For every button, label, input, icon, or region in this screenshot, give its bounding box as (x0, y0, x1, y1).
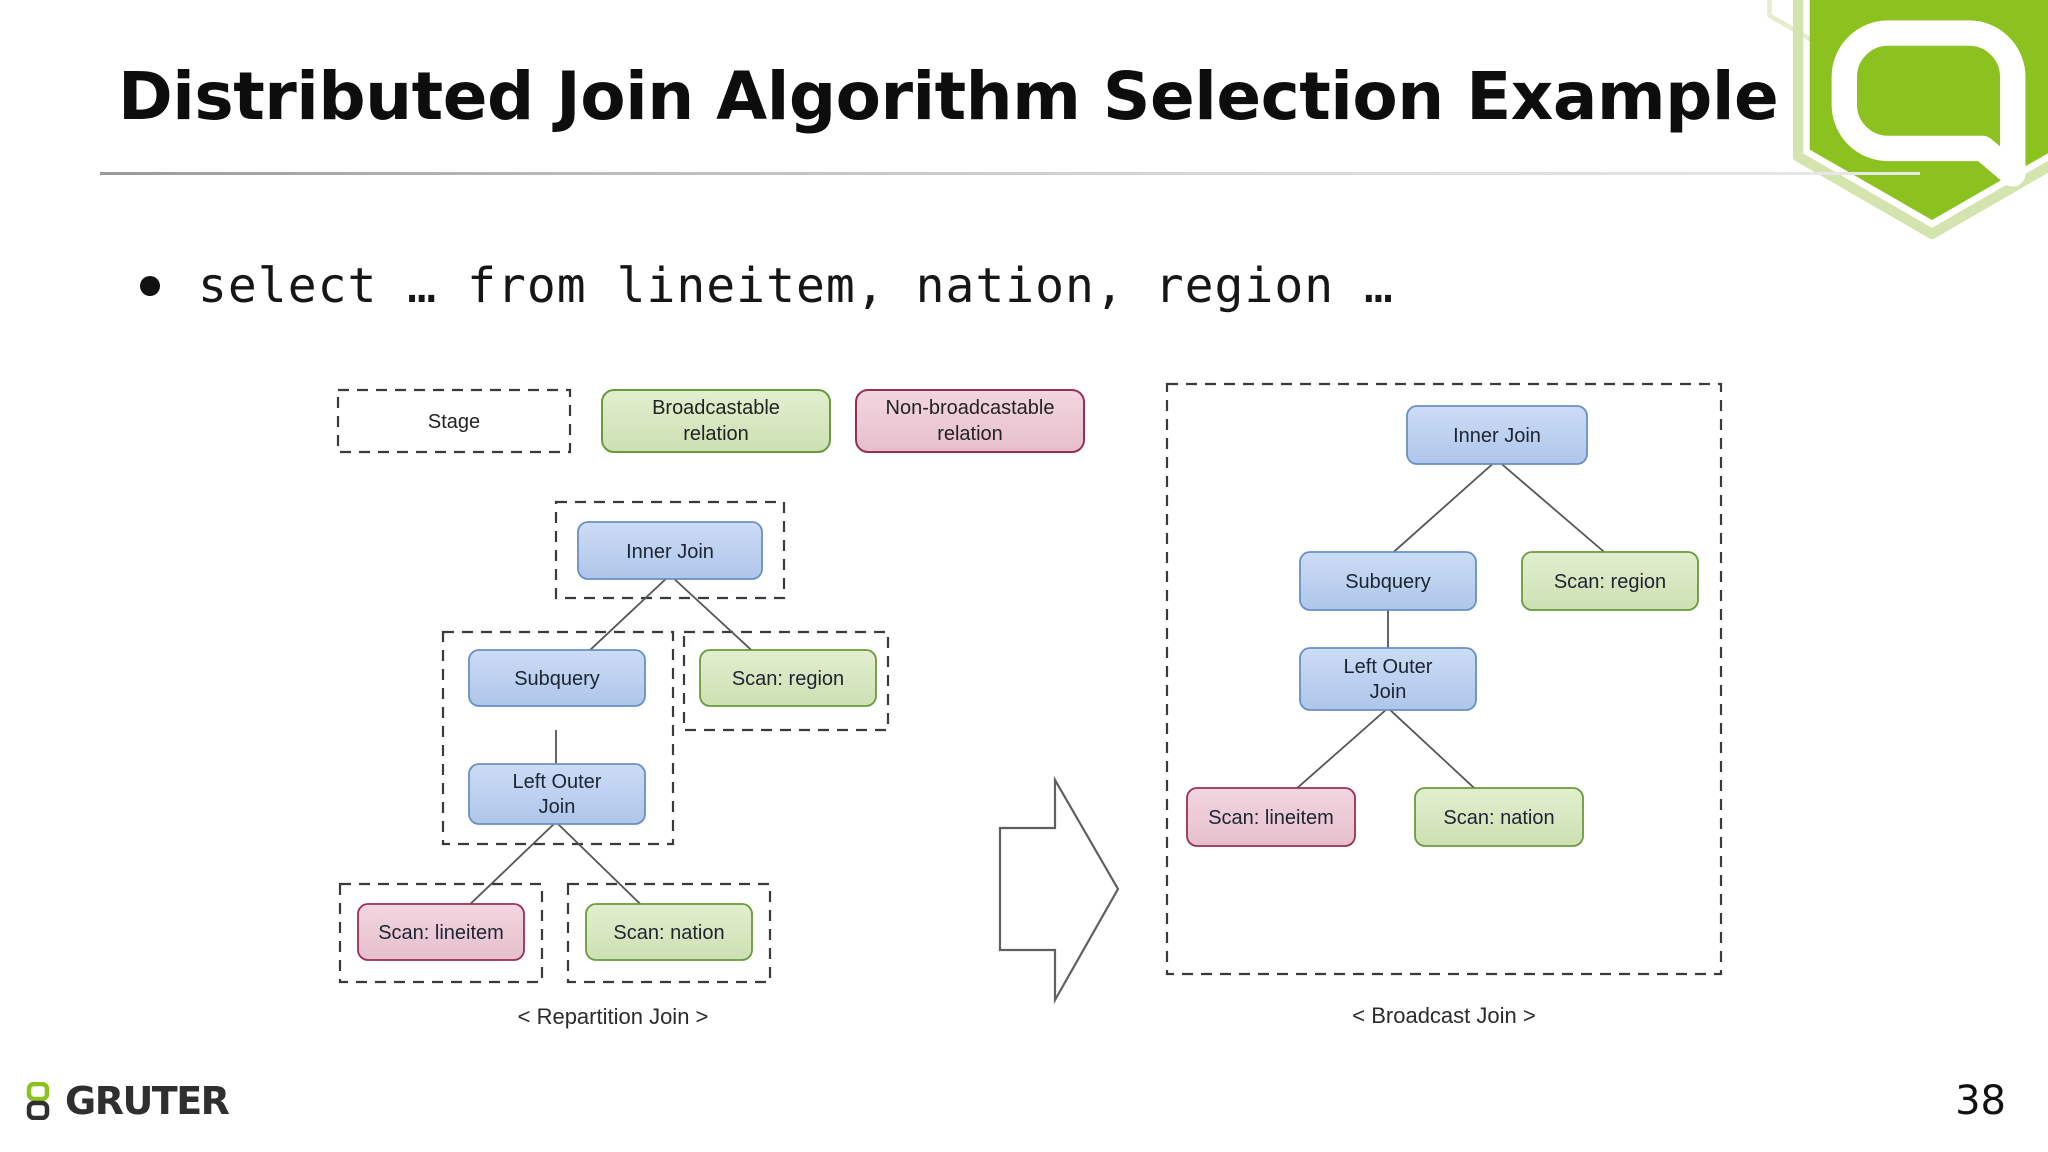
gruter-mark-icon (26, 1082, 50, 1120)
node-scan-nation-box[interactable] (585, 903, 753, 961)
node-scan-nation[interactable]: Scan: nation (1414, 787, 1584, 847)
node-left-outer-join-line2: Join (1370, 681, 1407, 703)
transform-arrow-icon (998, 775, 1120, 1005)
bullet-item: select … from lineitem, nation, region … (140, 258, 1394, 314)
node-left-outer-join-box[interactable] (1299, 647, 1477, 711)
node-scan-lineitem[interactable]: Scan: lineitem (1186, 787, 1356, 847)
node-scan-nation[interactable]: Scan: nation (585, 903, 753, 961)
node-inner-join-box[interactable] (577, 521, 763, 580)
legend: Stage Broadcastable relation Non-broadca… (336, 388, 1085, 454)
right-plan-edges (1269, 459, 1611, 813)
node-subquery-label: Subquery (1345, 571, 1431, 593)
node-left-outer-join-line1: Left Outer (513, 771, 602, 793)
stage-subquery-left-outer-join (441, 630, 675, 846)
node-left-outer-join-line2: Join (539, 796, 576, 818)
page-title: Distributed Join Algorithm Selection Exa… (118, 58, 1779, 135)
edge-inner-join-scan-region (1496, 459, 1611, 558)
right-plan: Inner Join Subquery Scan: region Left Ou… (1165, 382, 1723, 1028)
stage-scan-nation (566, 882, 772, 984)
tajo-hexagon-logo-icon (1792, 0, 2048, 240)
page-number: 38 (1955, 1078, 2006, 1124)
node-scan-region[interactable]: Scan: region (699, 649, 877, 707)
left-plan-caption: < Repartition Join > (518, 1004, 709, 1029)
left-plan-edges (440, 574, 787, 933)
legend-pink-box (855, 389, 1085, 453)
legend-broadcastable-line1: Broadcastable (652, 397, 780, 419)
node-subquery-box[interactable] (1299, 551, 1477, 611)
right-plan-caption: < Broadcast Join > (1352, 1003, 1535, 1028)
legend-broadcastable-line2: relation (683, 423, 749, 445)
node-left-outer-join[interactable]: Left Outer Join (1299, 647, 1477, 711)
node-scan-region-label: Scan: region (1554, 571, 1666, 593)
node-left-outer-join-box[interactable] (468, 763, 646, 825)
legend-non-broadcastable-line2: relation (937, 423, 1003, 445)
bullet-dot-icon (140, 276, 160, 296)
legend-item-broadcastable: Broadcastable relation (601, 389, 831, 453)
legend-stage-label: Stage (428, 411, 480, 433)
legend-item-non-broadcastable: Non-broadcastable relation (855, 389, 1085, 453)
node-scan-region[interactable]: Scan: region (1521, 551, 1699, 611)
query-plan-diagram: Stage Broadcastable relation Non-broadca… (0, 360, 2048, 1080)
node-subquery[interactable]: Subquery (468, 649, 646, 707)
node-subquery-box[interactable] (468, 649, 646, 707)
stage-scan-lineitem (338, 882, 544, 984)
node-scan-lineitem[interactable]: Scan: lineitem (357, 903, 525, 961)
node-inner-join-label: Inner Join (1453, 425, 1541, 447)
node-left-outer-join[interactable]: Left Outer Join (468, 763, 646, 825)
node-scan-nation-label: Scan: nation (1443, 807, 1554, 829)
gruter-wordmark: GRUTER (65, 1079, 230, 1123)
node-scan-nation-label: Scan: nation (613, 922, 724, 944)
stage-inner-join (554, 500, 786, 600)
node-inner-join[interactable]: Inner Join (1406, 405, 1588, 465)
node-scan-region-box[interactable] (1521, 551, 1699, 611)
legend-green-box (601, 389, 831, 453)
node-inner-join-label: Inner Join (626, 541, 714, 563)
node-scan-lineitem-box[interactable] (1186, 787, 1356, 847)
node-left-outer-join-line1: Left Outer (1344, 656, 1433, 678)
node-scan-nation-box[interactable] (1414, 787, 1584, 847)
node-inner-join[interactable]: Inner Join (577, 521, 763, 580)
stage-scan-region (682, 630, 890, 732)
legend-non-broadcastable-line1: Non-broadcastable (886, 397, 1055, 419)
legend-item-stage: Stage (336, 388, 572, 454)
title-divider (100, 172, 1920, 175)
node-subquery[interactable]: Subquery (1299, 551, 1477, 611)
node-subquery-label: Subquery (514, 668, 600, 690)
left-plan: Inner Join Subquery Scan: region Left Ou… (338, 500, 890, 1029)
node-scan-lineitem-label: Scan: lineitem (1208, 807, 1334, 829)
edge-inner-join-subquery (1387, 459, 1498, 558)
node-scan-region-label: Scan: region (732, 668, 844, 690)
legend-stage-dashed-box (336, 388, 572, 454)
stage-whole-plan (1165, 382, 1723, 976)
node-inner-join-box[interactable] (1406, 405, 1588, 465)
bullet-text: select … from lineitem, nation, region … (198, 258, 1394, 314)
node-scan-region-box[interactable] (699, 649, 877, 707)
node-scan-lineitem-label: Scan: lineitem (378, 922, 504, 944)
node-scan-lineitem-box[interactable] (357, 903, 525, 961)
gruter-logo: GRUTER (26, 1079, 230, 1123)
